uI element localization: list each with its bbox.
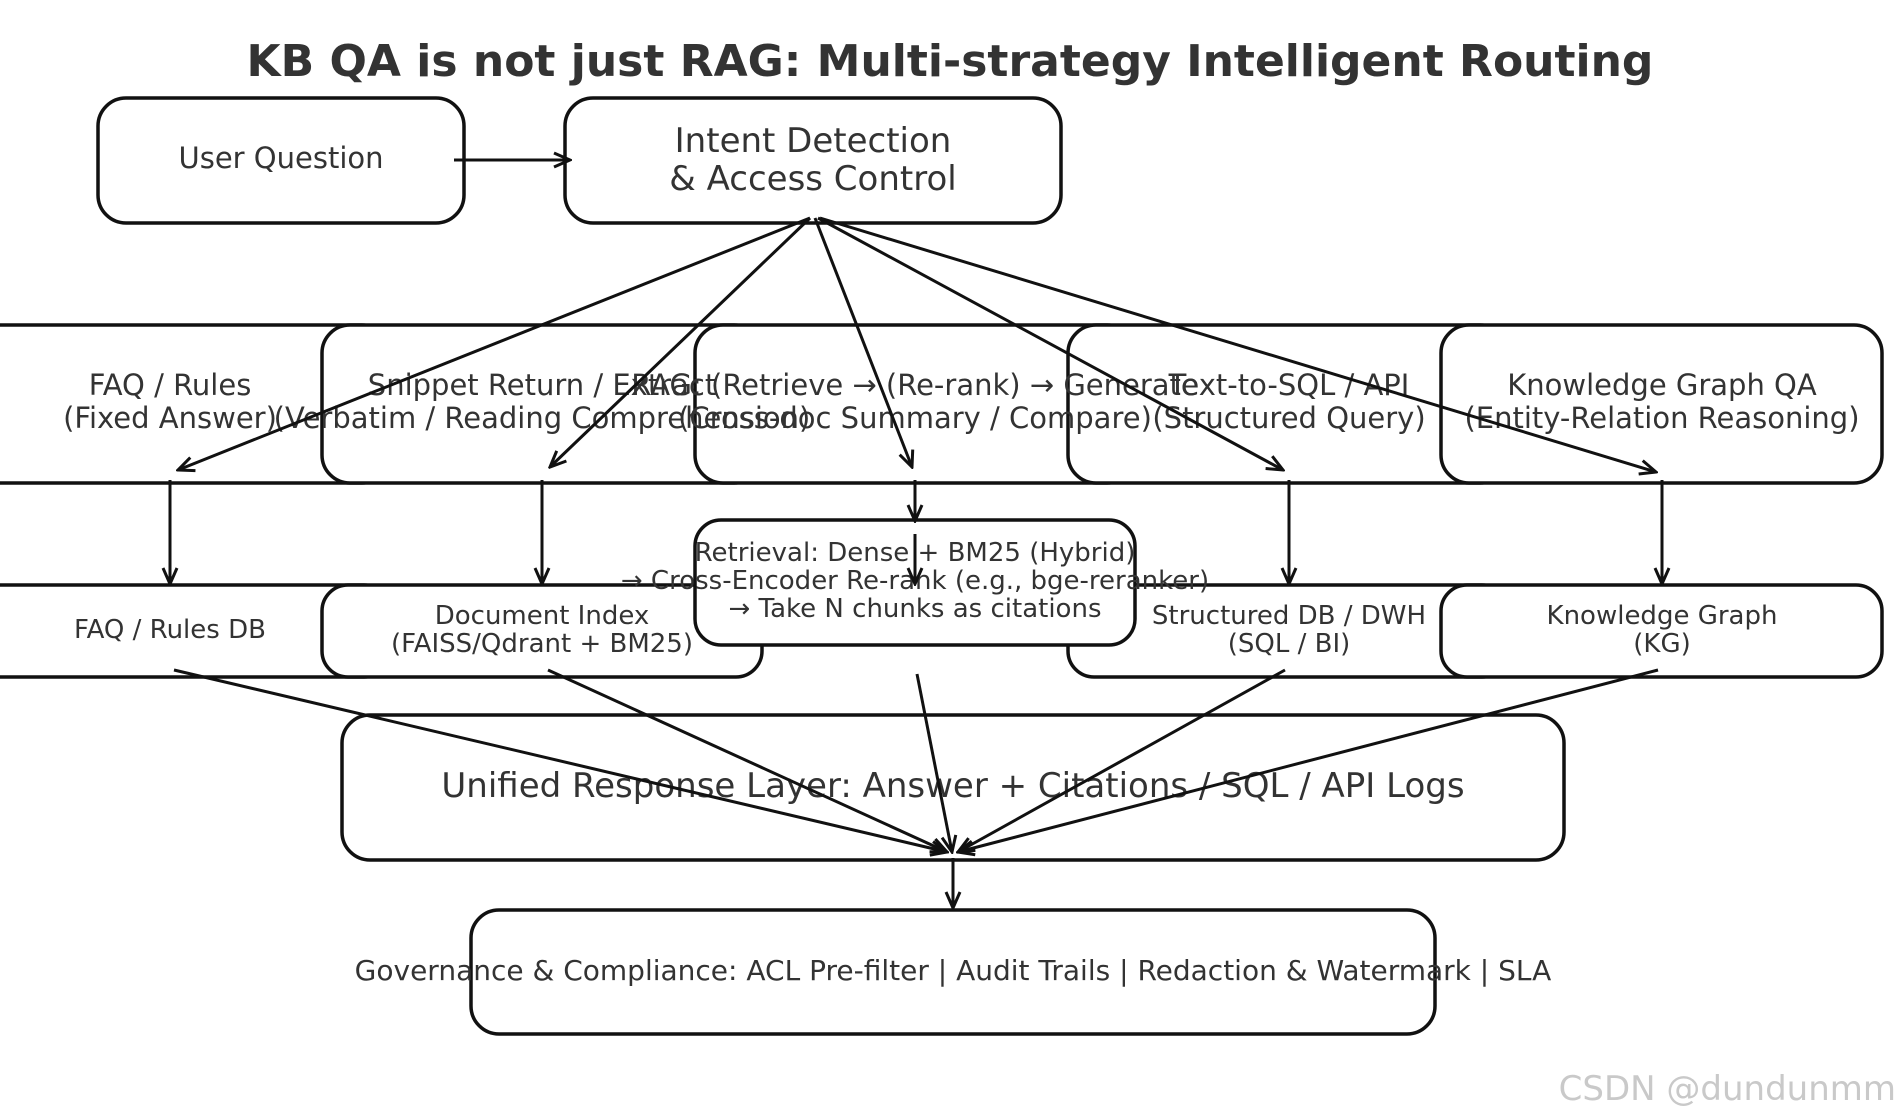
document-index-label-line2: (FAISS/Qdrant + BM25) bbox=[391, 629, 693, 659]
intent-detection-label-line2: & Access Control bbox=[669, 159, 956, 199]
rag-label-line2: (Cross-doc Summary / Compare) bbox=[678, 401, 1152, 435]
structured-db-label: Structured DB / DWH bbox=[1152, 601, 1426, 631]
structured-db-label-line2: (SQL / BI) bbox=[1228, 629, 1351, 659]
snippet-return-label: Snippet Return / Extract bbox=[368, 368, 716, 402]
edge-kg-to-unified bbox=[958, 668, 1659, 852]
retrieval-label-line3: → Take N chunks as citations bbox=[728, 594, 1101, 624]
text-to-sql-label-line2: (Structured Query) bbox=[1152, 401, 1425, 435]
snippet-return-label-line2: (Verbatim / Reading Comprehension) bbox=[274, 401, 811, 435]
faq-rules-db-label: FAQ / Rules DB bbox=[74, 615, 266, 645]
edge-intent-to-snippet bbox=[550, 216, 812, 467]
edge-intent-to-kg-qa bbox=[819, 216, 1656, 472]
document-index-label: Document Index bbox=[435, 601, 650, 631]
diagram-title: KB QA is not just RAG: Multi-strategy In… bbox=[247, 36, 1654, 87]
knowledge-graph-label-line2: (KG) bbox=[1633, 629, 1690, 659]
edge-intent-to-faq bbox=[178, 216, 811, 470]
user-question-label: User Question bbox=[178, 141, 383, 175]
edge-intent-to-rag bbox=[813, 217, 912, 467]
faq-rules-label-line2: (Fixed Answer) bbox=[63, 401, 277, 435]
edge-struct-db-to-unified bbox=[958, 668, 1286, 852]
rag-label: RAG: (Retrieve → (Re-rank) → Generate bbox=[631, 368, 1199, 402]
edge-retrieval-to-unified bbox=[915, 673, 952, 852]
knowledge-graph-qa-label-line2: (Entity-Relation Reasoning) bbox=[1464, 401, 1859, 435]
faq-rules-label: FAQ / Rules bbox=[89, 368, 252, 402]
edge-intent-to-text-sql bbox=[817, 216, 1283, 470]
governance-label: Governance & Compliance: ACL Pre-filter … bbox=[355, 954, 1552, 987]
knowledge-graph-qa-label: Knowledge Graph QA bbox=[1507, 368, 1817, 402]
edge-faq-db-to-unified bbox=[173, 668, 947, 852]
intent-detection-label: Intent Detection bbox=[675, 121, 952, 161]
governance-box bbox=[469, 908, 1437, 1036]
knowledge-graph-label: Knowledge Graph bbox=[1547, 601, 1778, 631]
watermark: CSDN @dundunmm bbox=[1559, 1069, 1896, 1109]
edge-index-to-unified bbox=[547, 668, 947, 852]
unified-response-label: Unified Response Layer: Answer + Citatio… bbox=[441, 766, 1464, 806]
